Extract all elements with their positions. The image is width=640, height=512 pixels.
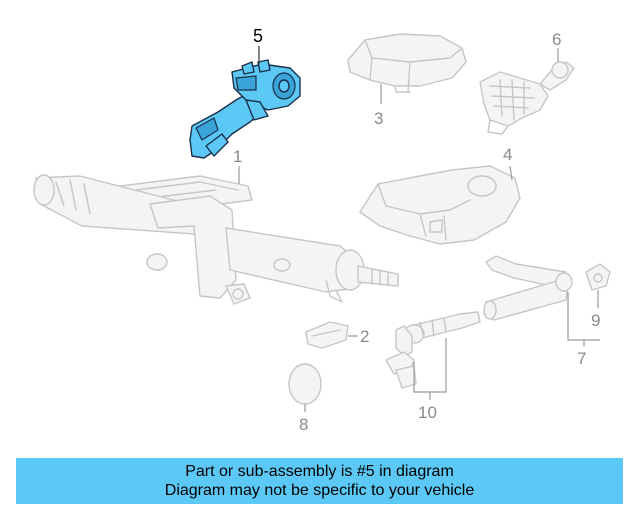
callout-10: 10 [418,403,437,422]
part-2-key-bracket [305,321,349,349]
callout-7: 7 [577,349,586,368]
callout-1: 1 [233,147,242,166]
part-9-nut [585,263,611,291]
callout-5: 5 [253,26,263,46]
callout-3: 3 [374,109,383,128]
callout-6: 6 [552,30,561,49]
part-10-lock-cylinder [385,311,481,389]
part-7-lever [483,255,573,321]
part-3-upper-shroud [347,33,467,93]
part-6-switch [479,61,575,135]
part-4-lower-shroud [359,165,521,245]
callout-8: 8 [299,415,308,434]
part-5-highlighted-switch [189,59,301,159]
part-1-steering-column [33,174,399,305]
callout-4: 4 [503,145,512,164]
info-banner: Part or sub-assembly is #5 in diagram Di… [16,458,623,504]
callout-9: 9 [591,311,600,330]
callout-2: 2 [360,327,369,346]
banner-line-1: Part or sub-assembly is #5 in diagram [185,463,454,480]
part-8-cap [288,363,322,405]
banner-line-2: Diagram may not be specific to your vehi… [164,482,475,499]
